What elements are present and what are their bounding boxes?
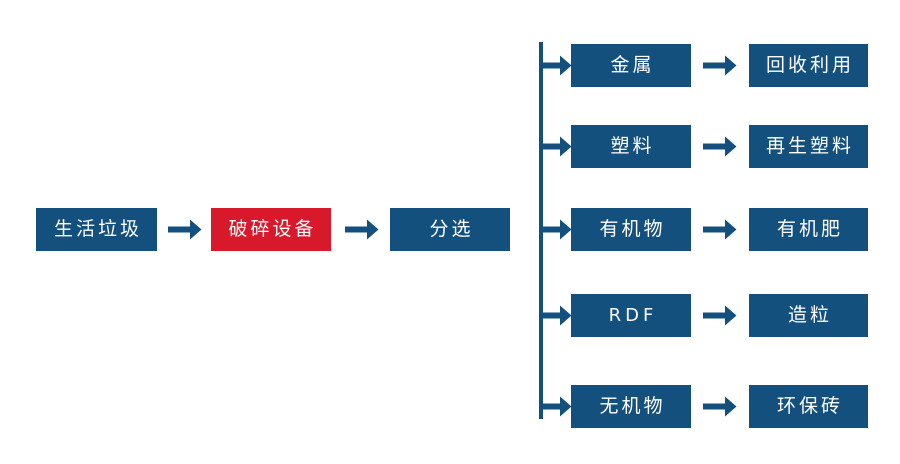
arrow-trunk-to-branch-0	[542, 55, 572, 76]
node-branch-4-material[interactable]: 无机物	[571, 385, 691, 428]
arrow-main-1-to-2	[345, 219, 379, 240]
node-branch-2-product[interactable]: 有机肥	[749, 208, 868, 251]
arrow-branch-0-to-product	[703, 55, 737, 76]
arrow-branch-3-to-product	[703, 305, 737, 326]
node-main-2-sorting[interactable]: 分选	[390, 208, 510, 251]
node-branch-1-material[interactable]: 塑料	[571, 125, 691, 168]
arrow-branch-2-to-product	[703, 219, 737, 240]
arrow-branch-1-to-product	[703, 136, 737, 157]
arrow-trunk-to-branch-4	[542, 396, 572, 417]
node-branch-0-product[interactable]: 回收利用	[749, 44, 868, 87]
node-branch-3-material[interactable]: RDF	[571, 294, 691, 337]
node-branch-1-product[interactable]: 再生塑料	[749, 125, 868, 168]
arrow-trunk-to-branch-3	[542, 305, 572, 326]
node-main-0[interactable]: 生活垃圾	[36, 208, 157, 251]
arrow-branch-4-to-product	[703, 396, 737, 417]
node-branch-4-product[interactable]: 环保砖	[749, 385, 868, 428]
node-branch-3-product[interactable]: 造粒	[749, 294, 868, 337]
arrow-trunk-to-branch-1	[542, 136, 572, 157]
node-branch-0-material[interactable]: 金属	[571, 44, 691, 87]
node-main-1-crusher[interactable]: 破碎设备	[211, 208, 331, 251]
arrow-main-0-to-1	[168, 219, 202, 240]
arrow-trunk-to-branch-2	[542, 219, 572, 240]
node-branch-2-material[interactable]: 有机物	[571, 208, 691, 251]
splitter-trunk-line	[539, 42, 543, 419]
